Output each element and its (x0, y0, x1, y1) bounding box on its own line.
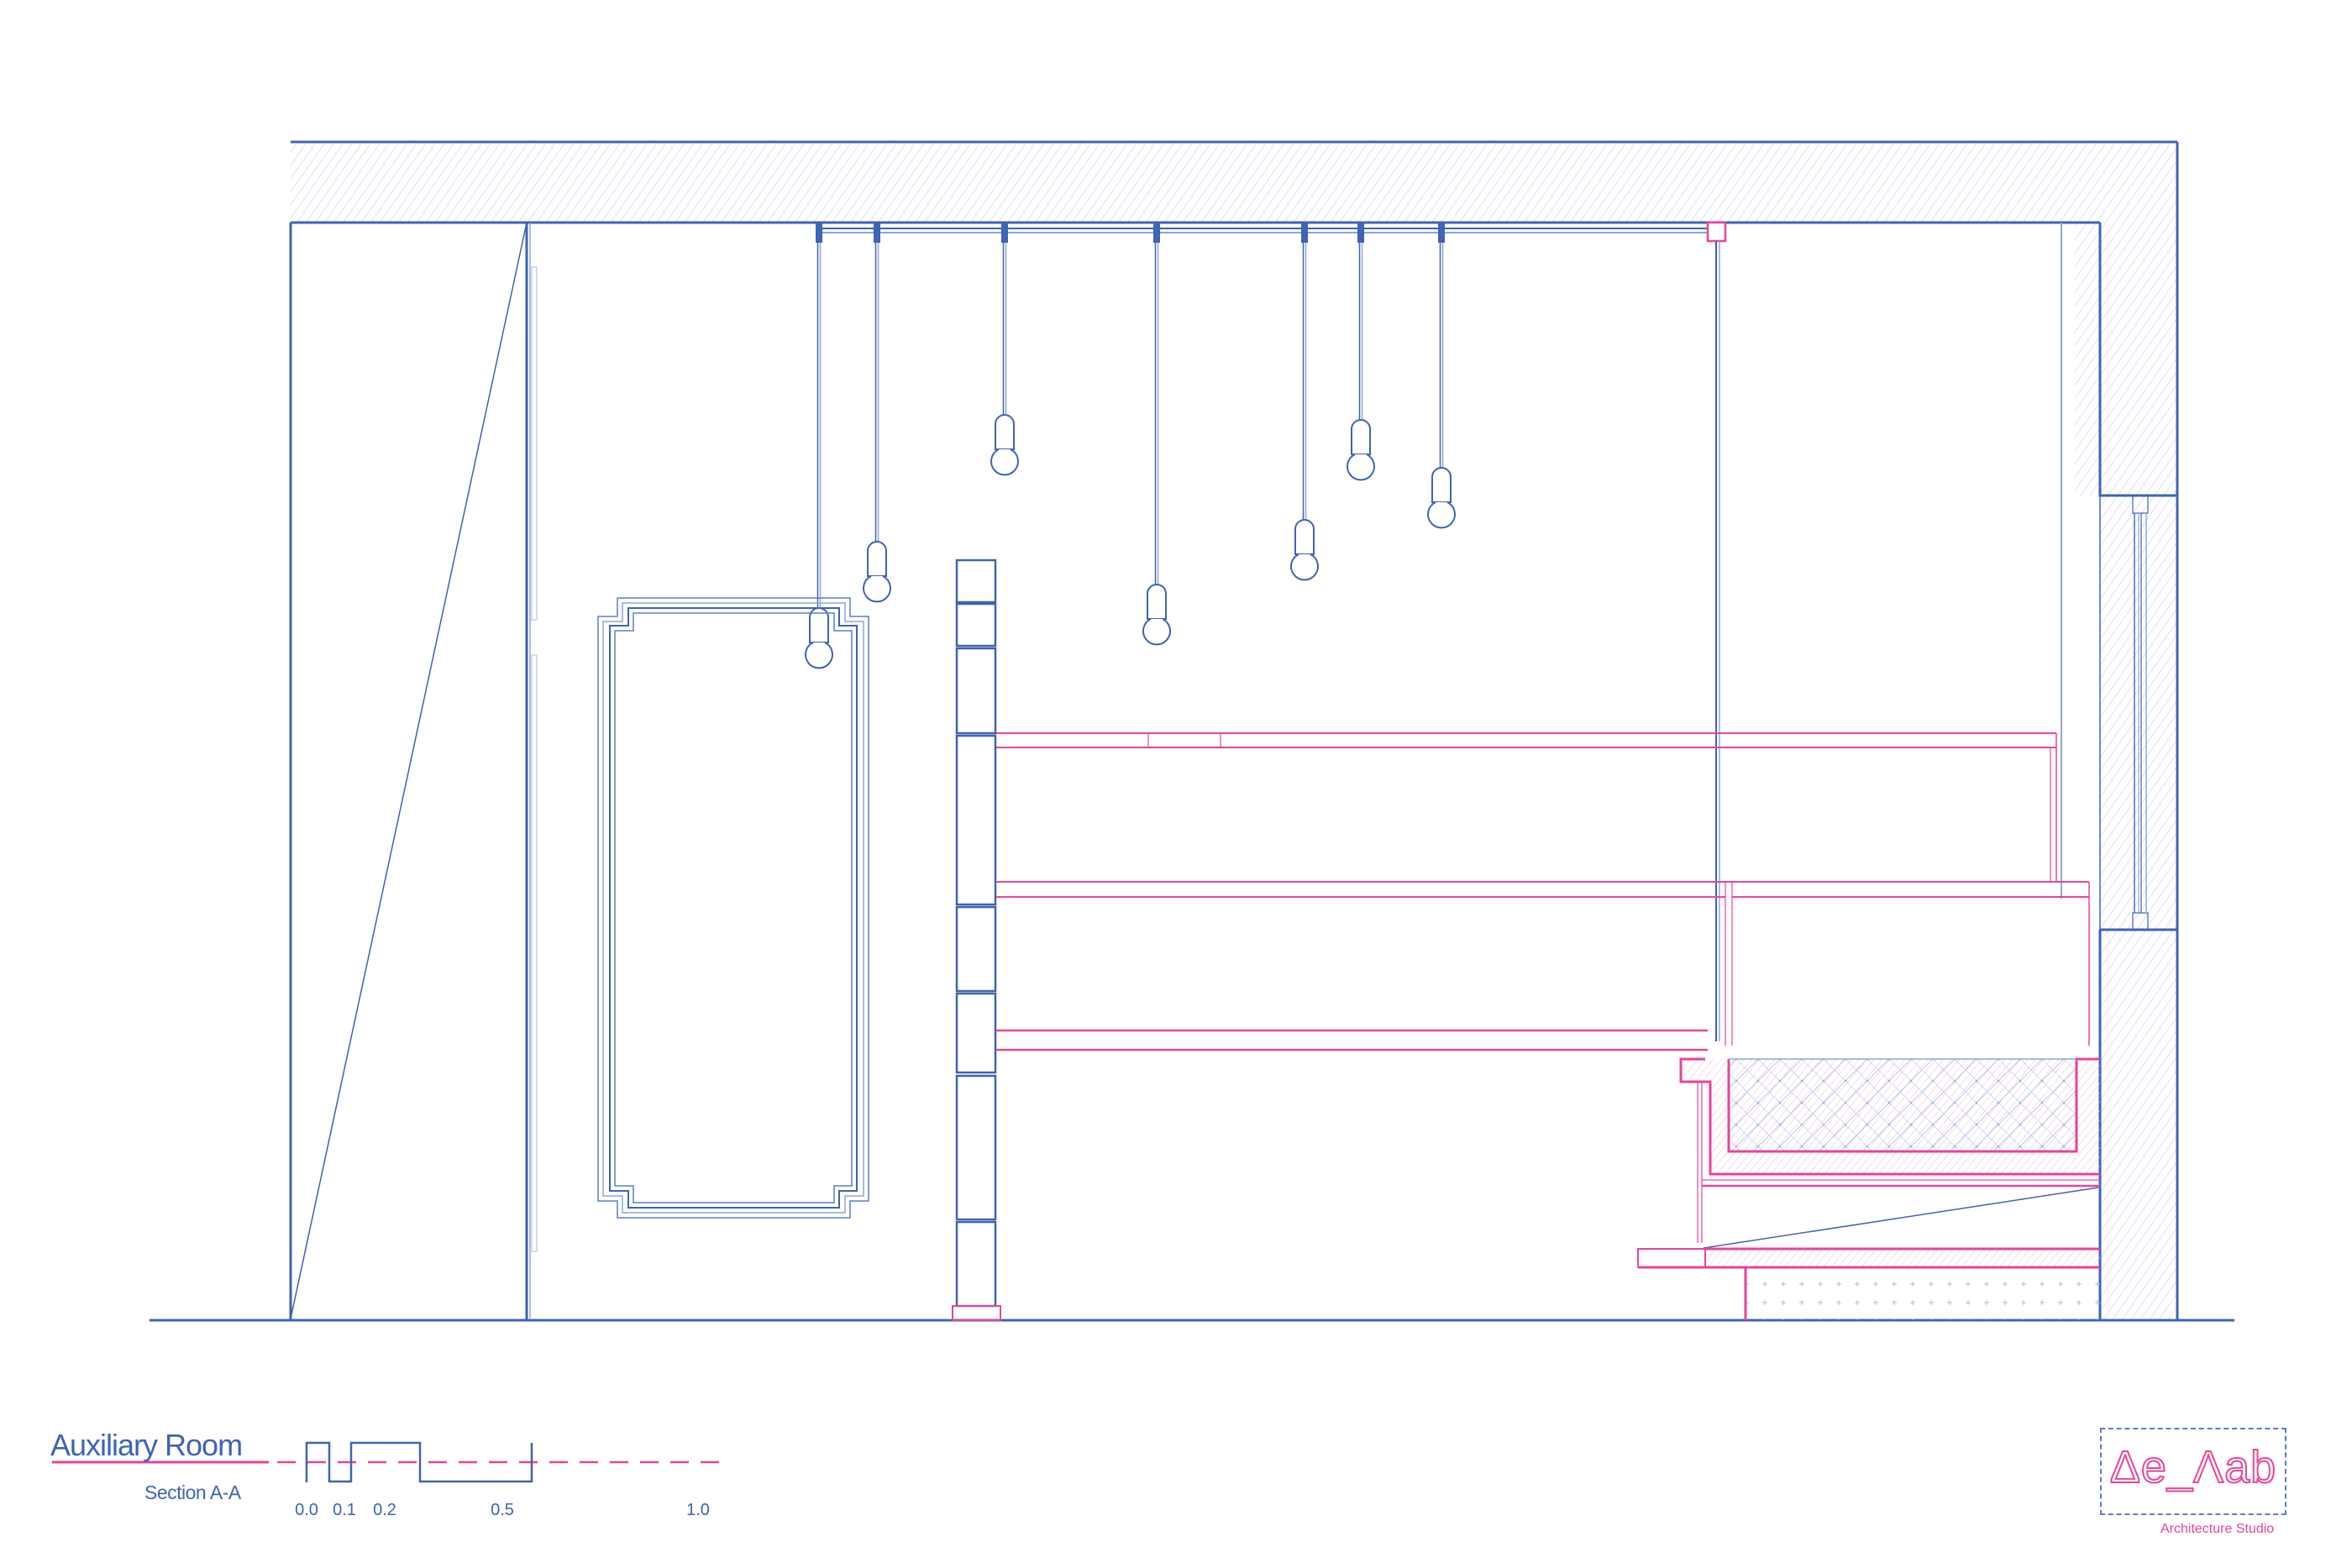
glass-block (955, 1074, 997, 1221)
planter-bench (1637, 1057, 2100, 1320)
pendant-light-icon (1427, 223, 1456, 529)
right-wall (2061, 223, 2177, 1320)
glass-block (955, 559, 997, 604)
scale-tick-label: 1.0 (686, 1501, 710, 1519)
pendant-light-icon (1142, 223, 1171, 646)
mirror-frame (597, 597, 869, 1219)
section-label: Section A-A (144, 1481, 241, 1503)
ceiling-slab (291, 140, 2179, 1320)
pendant-light-icon (990, 223, 1019, 476)
scale-bar (52, 1441, 722, 1483)
glass-block-column (952, 559, 1001, 1321)
glass-block (955, 734, 997, 906)
scale-tick-label: 0.2 (373, 1501, 396, 1519)
scale-tick-label: 0.1 (333, 1501, 356, 1519)
left-door (289, 222, 538, 1320)
pendant-light-icon (863, 223, 891, 603)
studio-name: Architecture Studio (2160, 1522, 2275, 1536)
glass-block (955, 992, 997, 1074)
pendant-light-icon (1347, 223, 1375, 481)
logo-wordmark: Δe_Λab (2109, 1441, 2277, 1493)
lighting-track (817, 221, 1727, 1041)
glass-block (955, 1220, 997, 1308)
studio-logo: Δe_Λab (2100, 1428, 2286, 1515)
glass-block (955, 905, 997, 993)
pendant-light-icon (805, 223, 833, 669)
scale-tick-label: 0.0 (295, 1501, 318, 1519)
window (2132, 495, 2149, 931)
glass-block (955, 647, 997, 735)
drawing-title: Auxiliary Room (50, 1428, 243, 1462)
scale-tick-label: 0.5 (491, 1501, 514, 1519)
glass-block (955, 602, 997, 648)
pendant-light-icon (1290, 223, 1319, 581)
pendant-lights (805, 223, 1456, 669)
wall-shelves (996, 732, 2090, 1051)
